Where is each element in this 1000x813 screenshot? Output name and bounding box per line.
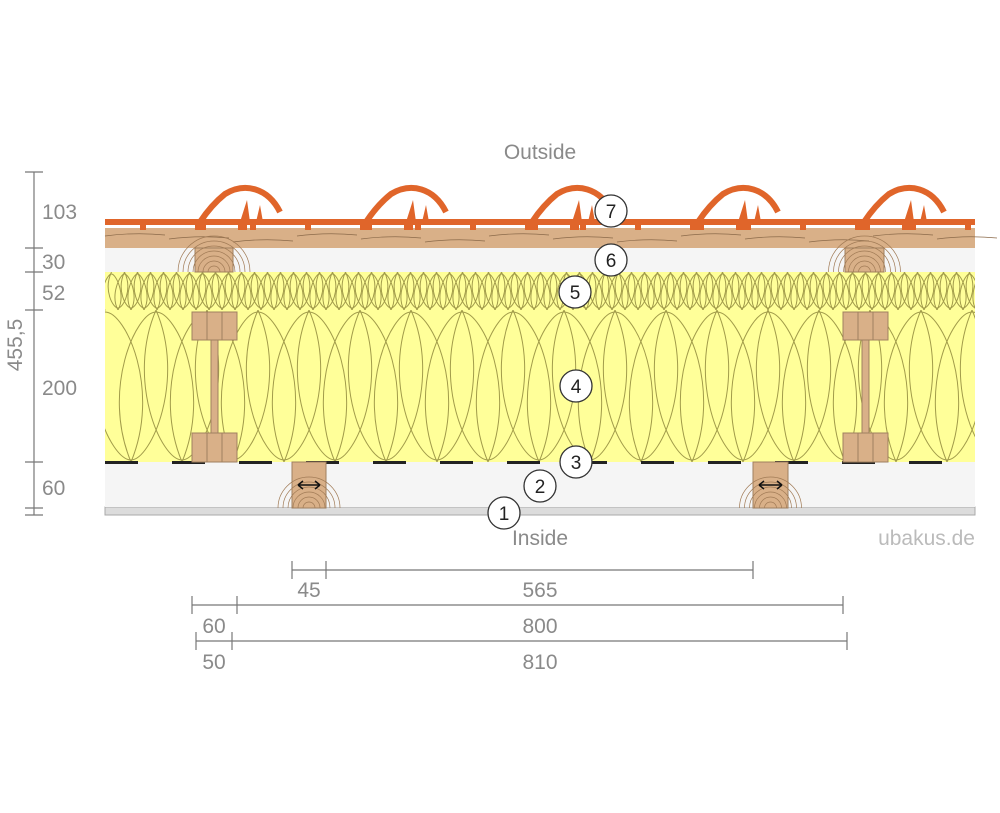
service-batten (277, 461, 341, 509)
outside-label: Outside (504, 141, 576, 164)
roof-tiles (105, 185, 975, 230)
layer-marker-1[interactable]: 1 (487, 496, 521, 530)
svg-text:6: 6 (606, 251, 617, 272)
i-joist-rafter (191, 311, 238, 463)
layer-gypsum-board (104, 506, 976, 516)
svg-text:1: 1 (499, 504, 510, 525)
dim-layer: 103 (42, 201, 77, 224)
counter-batten (177, 235, 251, 273)
counter-batten (828, 235, 901, 273)
layer-marker-4[interactable]: 4 (559, 369, 593, 403)
layer-marker-5[interactable]: 5 (558, 275, 592, 309)
dim-layer: 200 (42, 377, 77, 400)
layer-marker-7[interactable]: 7 (594, 194, 628, 228)
svg-text:2: 2 (535, 477, 546, 498)
left-dimension: 455,5 103 30 52 200 60 (4, 171, 77, 516)
svg-text:4: 4 (571, 377, 582, 398)
dim-value: 565 (522, 579, 557, 602)
dim-total: 455,5 (4, 319, 27, 372)
watermark: ubakus.de (878, 527, 975, 550)
dim-value: 60 (202, 615, 225, 638)
layer-battens-boards (105, 228, 975, 248)
dim-value: 800 (522, 615, 557, 638)
svg-text:5: 5 (570, 283, 581, 304)
svg-text:7: 7 (606, 202, 617, 223)
dim-value: 50 (202, 651, 225, 674)
layer-marker-6[interactable]: 6 (594, 243, 628, 277)
bottom-dimensions: 45 565 60 800 50 810 (191, 561, 848, 674)
layer-marker-3[interactable]: 3 (559, 445, 593, 479)
dim-value: 810 (522, 651, 557, 674)
layer-insulation-board (105, 272, 975, 310)
service-batten (739, 461, 802, 509)
dim-layer: 52 (42, 282, 65, 305)
dim-layer: 60 (42, 477, 65, 500)
dim-value: 45 (297, 579, 320, 602)
layer-marker-2[interactable]: 2 (523, 469, 557, 503)
inside-label: Inside (512, 527, 568, 550)
dim-layer: 30 (42, 251, 65, 274)
svg-text:3: 3 (571, 453, 582, 474)
i-joist-rafter (842, 311, 889, 463)
